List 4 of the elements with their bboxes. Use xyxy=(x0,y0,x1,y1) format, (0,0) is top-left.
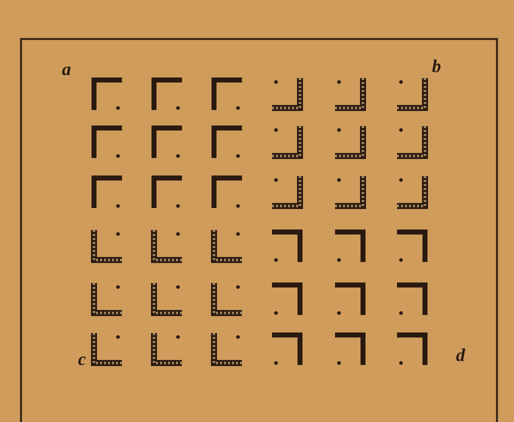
corner-letter: b xyxy=(432,57,441,75)
corner-letter: a xyxy=(62,60,71,78)
corner-letter: d xyxy=(456,346,465,364)
corner-letter: c xyxy=(78,350,86,368)
